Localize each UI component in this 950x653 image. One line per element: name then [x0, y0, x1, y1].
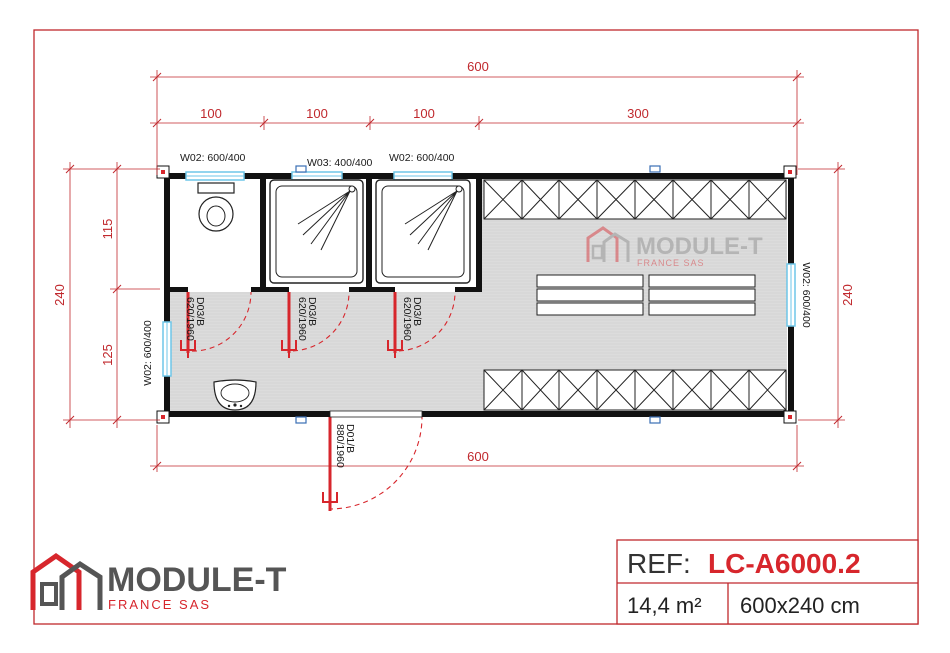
- door-label-entry-type: D01/B: [344, 424, 356, 453]
- reference-box: REF: LC-A6000.2 14,4 m² 600x240 cm: [616, 539, 919, 625]
- shower-tray-1: [269, 179, 364, 284]
- dim-height-right: 240: [840, 284, 855, 306]
- company-logo: MODULE-T FRANCE SAS: [30, 552, 287, 612]
- dim-overall-top: 600: [467, 59, 489, 74]
- door-leaves: [186, 292, 397, 511]
- door-label-3-type: D03/B: [411, 297, 423, 326]
- area-value: 14,4 m²: [627, 593, 702, 618]
- door-label-1-size: 620/1960: [184, 297, 196, 341]
- door-label-entry: D01/B 880/1960: [334, 424, 356, 468]
- door-label-3: D03/B 620/1960: [401, 297, 423, 341]
- dim-height-left: 240: [52, 284, 67, 306]
- page-frame: [33, 29, 919, 625]
- shower-tray-2: [375, 179, 471, 284]
- dim-seg-2: 100: [306, 106, 328, 121]
- door-label-1: D03/B 620/1960: [184, 297, 206, 341]
- dim-seg-4: 300: [627, 106, 649, 121]
- size-value: 600x240 cm: [740, 593, 860, 618]
- dimension-ticks: [65, 72, 843, 471]
- ref-value: LC-A6000.2: [708, 548, 861, 579]
- watermark-name: MODULE-T: [636, 233, 763, 260]
- dim-seg-1: 100: [200, 106, 222, 121]
- window-label-1: W02: 600/400: [180, 152, 246, 164]
- door-label-2-type: D03/B: [306, 297, 318, 326]
- logo-name: MODULE-T: [107, 561, 287, 599]
- logo-sub: FRANCE SAS: [108, 597, 211, 612]
- entry-door-threshold: [329, 410, 423, 418]
- door-label-1-type: D03/B: [194, 297, 206, 326]
- interior-walls: [164, 173, 482, 292]
- dim-lower-left: 125: [100, 344, 115, 366]
- locker-row-bottom: [483, 369, 787, 411]
- wc-fixtures: [197, 182, 235, 232]
- wash-basin: [213, 379, 257, 411]
- watermark-sub: FRANCE SAS: [637, 258, 705, 268]
- door-label-2-size: 620/1960: [296, 297, 308, 341]
- benches: [536, 274, 756, 316]
- dimension-lines: [63, 70, 845, 472]
- vent-markers: [295, 165, 661, 424]
- dim-seg-3: 100: [413, 106, 435, 121]
- door-label-3-size: 620/1960: [401, 297, 413, 341]
- window-label-2: W03: 400/400: [307, 157, 373, 169]
- locker-row-top: [483, 179, 787, 220]
- window-label-3: W02: 600/400: [389, 152, 455, 164]
- window-label-left: W02: 600/400: [142, 320, 154, 386]
- dim-upper-left: 115: [100, 219, 115, 240]
- ref-label: REF:: [627, 548, 691, 579]
- door-label-entry-size: 880/1960: [334, 424, 346, 468]
- dim-overall-bottom: 600: [467, 449, 489, 464]
- door-handles: [180, 340, 403, 511]
- window-label-right: W02: 600/400: [800, 262, 812, 328]
- watermark-logo: MODULE-T FRANCE SAS: [586, 226, 763, 268]
- door-label-2: D03/B 620/1960: [296, 297, 318, 341]
